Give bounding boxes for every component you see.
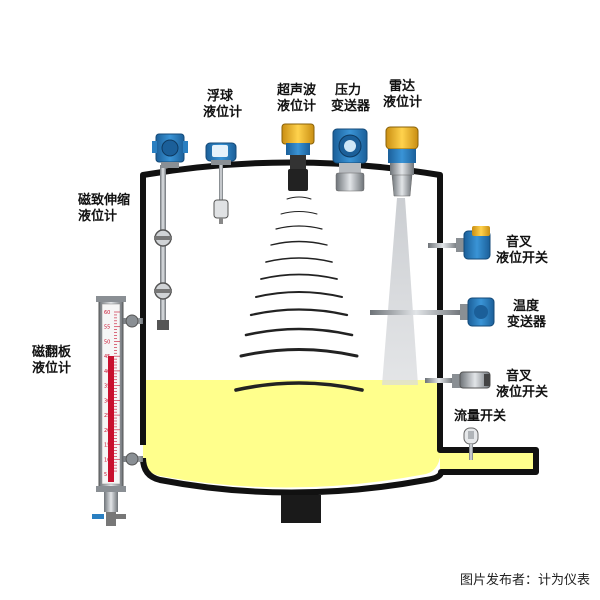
magnetic-flap-gauge-label: 磁翻板 液位计	[32, 345, 72, 376]
ultrasonic-meter	[281, 123, 315, 191]
pressure-transmitter-label: 压力 变送器	[331, 83, 371, 114]
gauge-scale-label: 35	[104, 384, 110, 390]
gauge-scale-label: 50	[104, 339, 110, 345]
flow-switch	[463, 427, 479, 460]
image-credit: 图片发布者：计为仪表	[459, 573, 590, 588]
radar-beam-icon	[382, 198, 418, 385]
gauge-scale-label: 40	[104, 369, 110, 375]
gauge-red-indicator	[108, 356, 114, 482]
magnetostrictive-gauge-label: 磁致伸缩 液位计	[78, 193, 131, 224]
gauge-scale-label: 15	[104, 443, 110, 449]
pressure-transmitter	[332, 128, 368, 192]
tuning-fork-bottom-label: 音叉 液位开关	[496, 369, 549, 400]
radar-meter	[385, 126, 419, 197]
gauge-scale-label: 20	[104, 428, 110, 434]
liquid	[143, 380, 441, 488]
gauge-scale-label: 5	[104, 472, 107, 478]
flow-switch-label: 流量开关	[454, 409, 507, 424]
float-gauge-label: 浮球 液位计	[203, 89, 243, 120]
gauge-scale-label: 55	[104, 325, 110, 331]
gauge-scale: 60 55 50 45 40 35 30 25 20 15 10 5	[104, 310, 120, 478]
outlet-liquid	[440, 450, 536, 472]
gauge-scale-label: 25	[104, 413, 110, 419]
gauge-scale-label: 45	[104, 354, 110, 360]
ultrasonic-meter-label: 超声波 液位计	[277, 83, 317, 114]
gauge-scale-label: 30	[104, 398, 110, 404]
tuning-fork-switch-bottom	[425, 371, 491, 389]
temperature-transmitter-label: 温度 变送器	[507, 299, 547, 330]
gauge-scale-label: 60	[104, 310, 110, 316]
magnetic-flap-gauge	[92, 296, 143, 526]
magnetostrictive-gauge	[152, 133, 188, 330]
radar-meter-label: 雷达 液位计	[383, 79, 423, 110]
tuning-fork-switch-top	[428, 226, 491, 260]
temperature-transmitter	[370, 297, 495, 327]
float-gauge	[205, 142, 237, 224]
gauge-scale-label: 10	[104, 457, 110, 463]
tuning-fork-top-label: 音叉 液位开关	[496, 235, 549, 266]
tank-wall	[140, 159, 539, 496]
tank-base	[281, 495, 321, 523]
ultrasonic-wave-icon	[234, 196, 364, 392]
